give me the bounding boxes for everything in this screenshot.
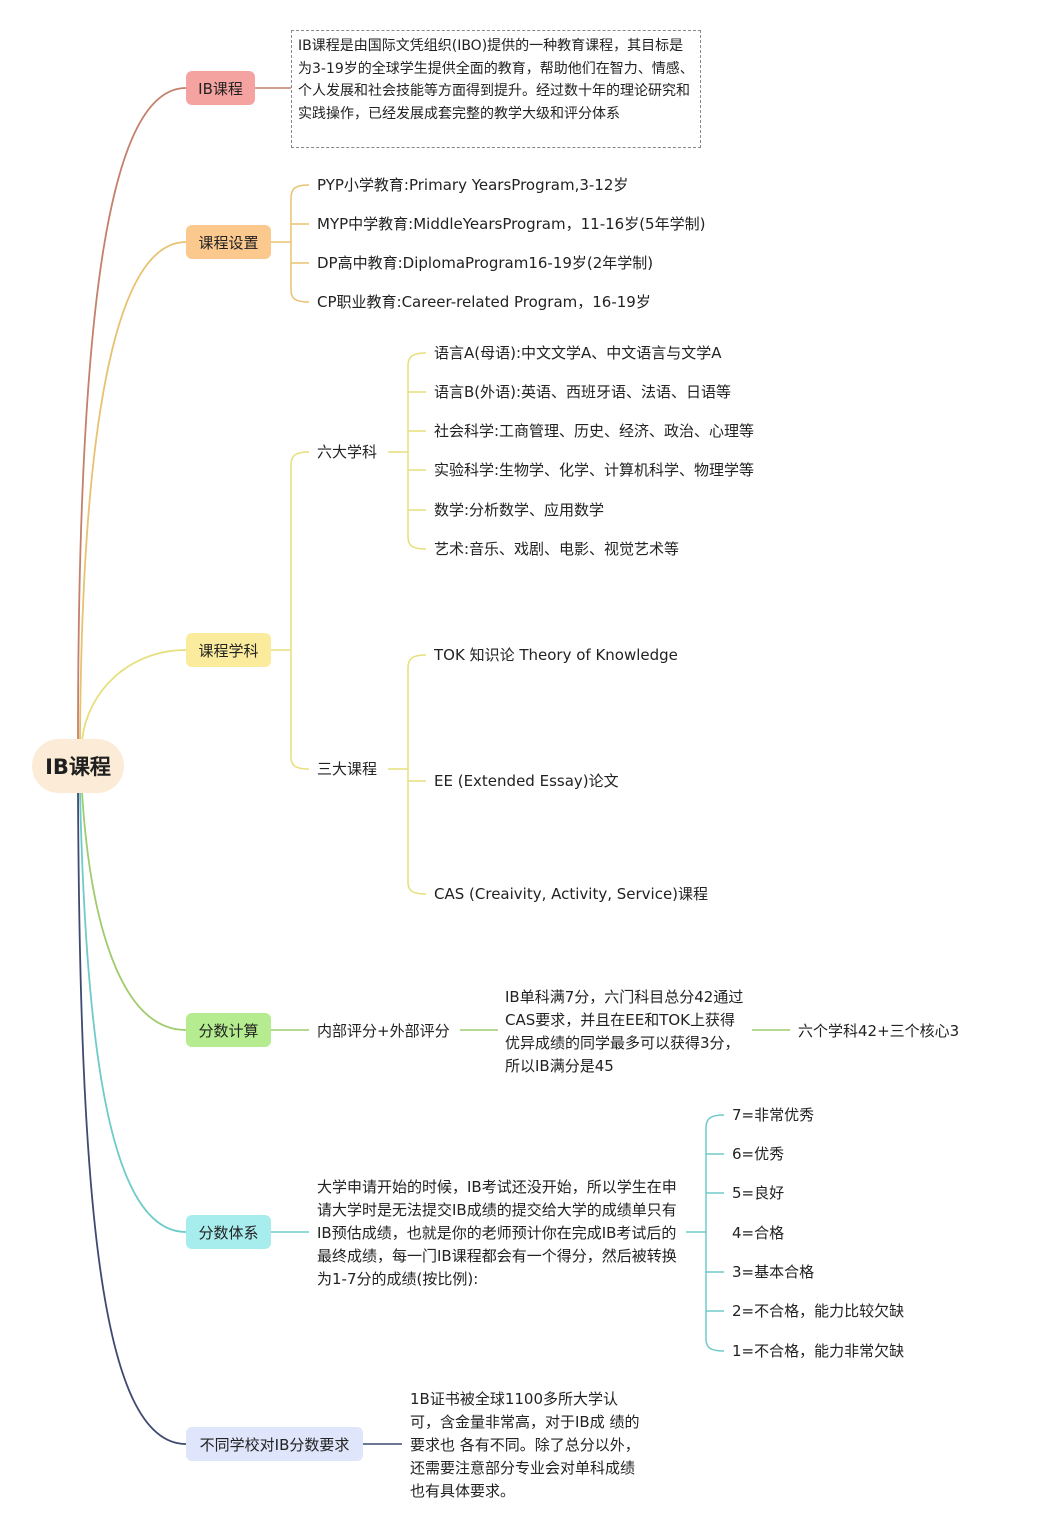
setup-item-dp: DP高中教育:DiplomaProgram16-19岁(2年学制) xyxy=(317,254,654,272)
six-subjects-label: 六大学科 xyxy=(317,443,378,461)
core-item-tok: TOK 知识论 Theory of Knowledge xyxy=(434,646,678,664)
score-calc-summary: 六个学科42+三个核心3 xyxy=(798,1022,960,1040)
score-calc-sub: 内部评分+外部评分 xyxy=(317,1022,450,1040)
branch-score-calc: 分数计算 xyxy=(186,1013,271,1047)
branch-school-requirements: 不同学校对IB分数要求 xyxy=(186,1427,363,1461)
grade-1: 1=不合格，能力非常欠缺 xyxy=(732,1342,905,1360)
core-item-cas: CAS (Creaivity, Activity, Service)课程 xyxy=(434,885,709,903)
subject-item-math: 数学:分析数学、应用数学 xyxy=(434,501,605,519)
subject-item-arts: 艺术:音乐、戏剧、电影、视觉艺术等 xyxy=(434,540,680,558)
branch-score-system: 分数体系 xyxy=(186,1215,271,1249)
branch-course-setup: 课程设置 xyxy=(186,225,271,259)
setup-item-myp: MYP中学教育:MiddleYearsProgram，11-16岁(5年学制) xyxy=(317,215,706,233)
subject-item-experimental-science: 实验科学:生物学、化学、计算机科学、物理学等 xyxy=(434,461,755,479)
setup-item-cp: CP职业教育:Career-related Program，16-19岁 xyxy=(317,293,651,311)
grade-6: 6=优秀 xyxy=(732,1145,785,1163)
branch-ib: IB课程 xyxy=(186,71,255,105)
subject-item-social-science: 社会科学:工商管理、历史、经济、政治、心理等 xyxy=(434,422,755,440)
root-node: IB课程 xyxy=(32,739,124,793)
grade-5: 5=良好 xyxy=(732,1184,785,1202)
grade-7: 7=非常优秀 xyxy=(732,1106,815,1124)
grade-3: 3=基本合格 xyxy=(732,1263,815,1281)
subject-item-language-a: 语言A(母语):中文文学A、中文语言与文学A xyxy=(434,344,722,362)
grade-2: 2=不合格，能力比较欠缺 xyxy=(732,1302,905,1320)
setup-item-pyp: PYP小学教育:Primary YearsProgram,3-12岁 xyxy=(317,176,629,194)
school-requirements-desc: 1B证书被全球1100多所大学认可，含金量非常高，对于IB成 绩的要求也 各有不… xyxy=(410,1390,640,1500)
subject-item-language-b: 语言B(外语):英语、西班牙语、法语、日语等 xyxy=(434,383,732,401)
score-system-desc: 大学申请开始的时候，IB考试还没开始，所以学生在申请大学时是无法提交IB成绩的提… xyxy=(317,1178,677,1288)
core-item-ee: EE (Extended Essay)论文 xyxy=(434,772,619,790)
score-calc-detail: IB单科满7分，六门科目总分42通过CAS要求，并且在EE和TOK上获得优异成绩… xyxy=(505,988,744,1075)
branch-subjects: 课程学科 xyxy=(186,633,271,667)
ib-description: IB课程是由国际文凭组织(IBO)提供的一种教育课程，其目标是为3-19岁的全球… xyxy=(291,30,701,148)
grade-4: 4=合格 xyxy=(732,1224,785,1242)
three-core-label: 三大课程 xyxy=(317,760,378,778)
